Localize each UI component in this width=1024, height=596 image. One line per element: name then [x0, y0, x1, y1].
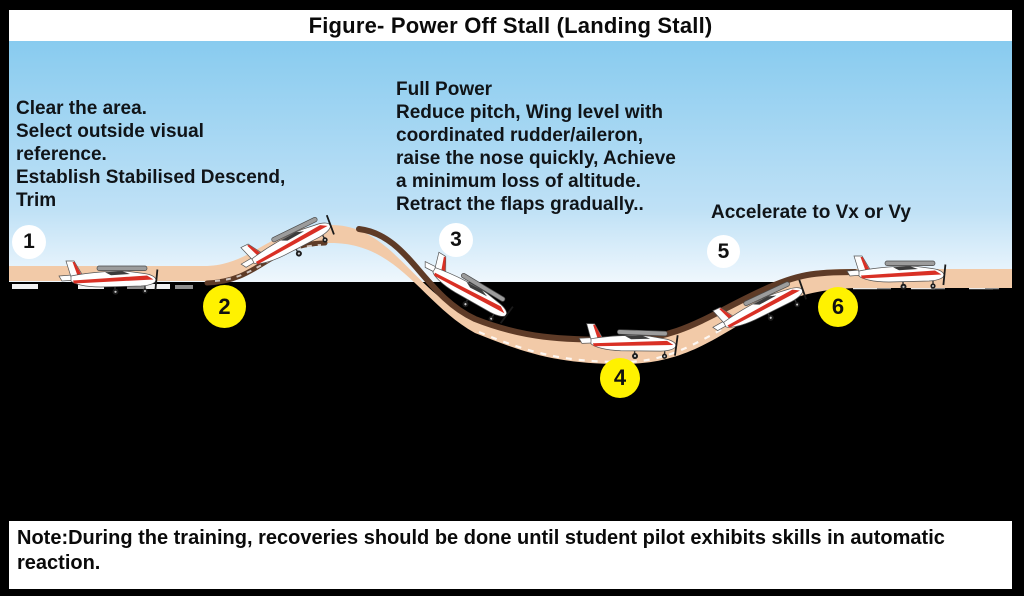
annotation-step1: Clear the area. Select outside visual re…	[16, 98, 286, 211]
step-marker-5: 5	[707, 235, 740, 268]
step-marker-3: 3	[439, 223, 473, 257]
step-marker-6-label: 6	[831, 294, 845, 319]
hump-bottom-dashes	[214, 244, 322, 282]
title-band: Figure- Power Off Stall (Landing Stall)	[9, 10, 1012, 41]
step-marker-2-label: 2	[218, 293, 231, 319]
step-marker-4: 4	[600, 358, 640, 398]
step-marker-2: 2	[203, 285, 246, 328]
annotation-step5: Accelerate to Vx or Vy	[711, 202, 911, 223]
annotation-step3: Full Power Reduce pitch, Wing level with…	[396, 79, 676, 215]
note-text: Note:During the training, recoveries sho…	[17, 527, 945, 574]
ground	[9, 282, 1012, 521]
step-marker-5-label: 5	[717, 239, 730, 263]
step-marker-1-label: 1	[23, 230, 35, 253]
step-marker-1: 1	[12, 225, 46, 259]
figure-title: Figure- Power Off Stall (Landing Stall)	[308, 12, 713, 38]
sky	[9, 41, 1012, 282]
step-marker-4-label: 4	[613, 365, 627, 390]
step-marker-6: 6	[818, 287, 858, 327]
step-marker-3-label: 3	[450, 228, 462, 251]
note-box: Note:During the training, recoveries sho…	[9, 521, 1012, 589]
